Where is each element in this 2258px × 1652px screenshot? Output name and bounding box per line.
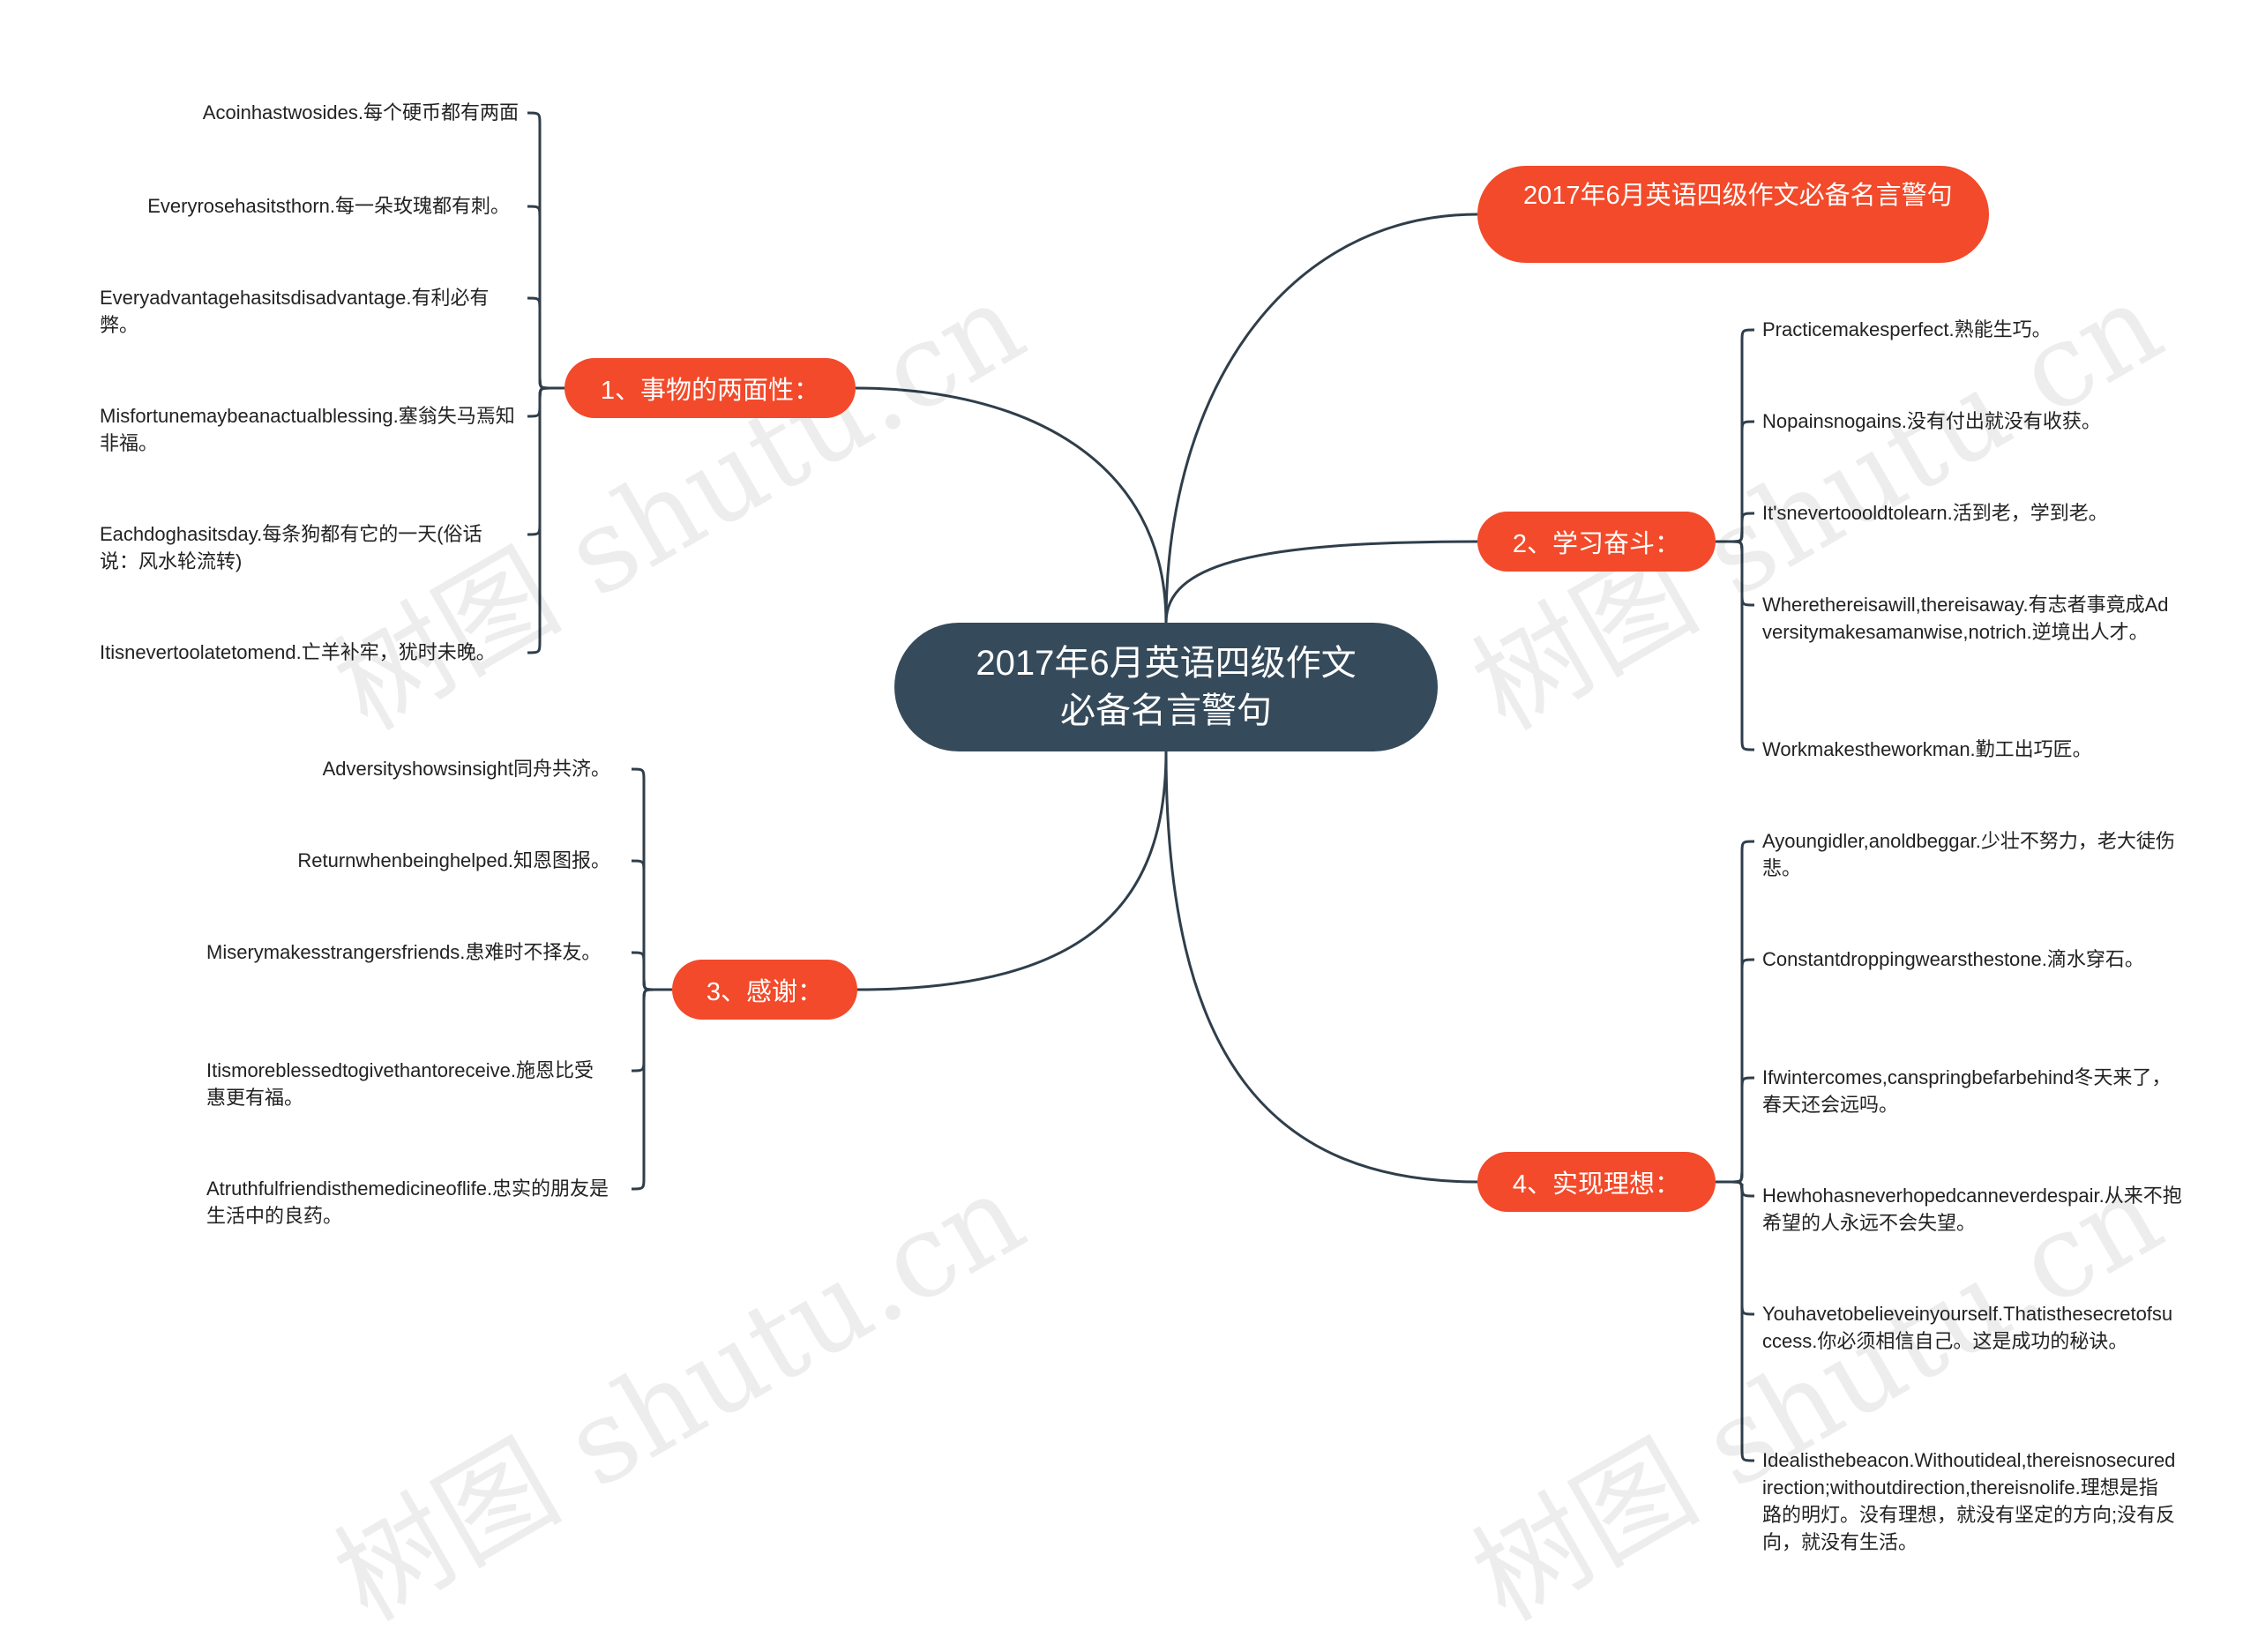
connector-root-branch-4 [1164, 751, 1478, 1184]
connector-leaf [1716, 420, 1755, 543]
connector-leaf [1716, 1180, 1755, 1316]
leaf-node[interactable]: Returnwhenbeinghelped.知恩图报。 [297, 849, 610, 871]
connector-leaf [1716, 840, 1755, 1184]
connector-leaf [631, 767, 672, 991]
connector-leaf [1716, 1076, 1755, 1184]
branch-node-4[interactable]: 4、实现理想： [1477, 1152, 1716, 1212]
leaf-node[interactable]: Nopainsnogains.没有付出就没有收获。 [1762, 410, 2101, 432]
connector-leaf [631, 859, 672, 991]
connector-leaf [527, 386, 564, 418]
connector-root-branch-1 [855, 386, 1168, 624]
connector-root-title [1164, 213, 1478, 624]
connector-leaf [1716, 958, 1755, 1184]
connector-leaf [527, 111, 564, 390]
leaf-node[interactable]: Ayoungidler,anoldbeggar.少壮不努力，老大徒伤悲。 [1762, 830, 2175, 879]
root-node-label: 2017年6月英语四级作文必备名言警句 [976, 644, 1357, 730]
leaf-node[interactable]: Idealisthebeacon.Withoutideal,thereisnos… [1762, 1449, 2176, 1553]
connector-leaf [527, 296, 564, 390]
branch-node-3[interactable]: 3、感谢： [672, 960, 857, 1020]
leaf-node[interactable]: Hewhohasneverhopedcanneverdespair.从来不抱希望… [1762, 1185, 2182, 1234]
leaf-node[interactable]: Adversityshowsinsight同舟共济。 [322, 758, 610, 780]
branch-label: 2、学习奋斗： [1512, 530, 1681, 558]
connector-leaf [1716, 512, 1755, 543]
connector-root-branch-3 [856, 751, 1168, 991]
leaf-node[interactable]: Misfortunemaybeanactualblessing.塞翁失马焉知非福… [100, 405, 515, 454]
leaf-node[interactable]: Acoinhastwosides.每个硬币都有两面 [202, 101, 519, 123]
branch-label: 1、事物的两面性： [600, 377, 820, 405]
leaf-node[interactable]: Eachdoghasitsday.每条狗都有它的一天(俗话说：风水轮流转) [100, 523, 482, 572]
title-node[interactable]: 2017年6月英语四级作文必备名言警句 [1477, 166, 1989, 263]
leaf-node[interactable]: Everyadvantagehasitsdisadvantage.有利必有弊。 [100, 287, 490, 336]
root-node[interactable]: 2017年6月英语四级作文必备名言警句 [894, 623, 1438, 751]
connector-leaf [527, 386, 564, 536]
branch-label: 3、感谢： [706, 978, 824, 1006]
leaf-node[interactable]: Youhavetobelieveinyourself.Thatisthesecr… [1762, 1303, 2173, 1352]
leaf-node[interactable]: Itisnevertoolatetomend.亡羊补牢，犹时未晚。 [100, 641, 496, 663]
leaf-node[interactable]: Practicemakesperfect.熟能生巧。 [1762, 318, 2052, 340]
branch-label: 4、实现理想： [1512, 1170, 1681, 1199]
leaf-node[interactable]: It'snevertoooldtolearn.活到老，学到老。 [1762, 502, 2108, 524]
leaf-node[interactable]: Workmakestheworkman.勤工出巧匠。 [1762, 738, 2092, 760]
connector-leaf [1716, 1180, 1755, 1462]
leaf-node[interactable]: Everyrosehasitsthorn.每一朵玫瑰都有刺。 [147, 195, 510, 217]
leaf-node[interactable]: Atruthfulfriendisthemedicineoflife.忠实的朋友… [206, 1177, 609, 1227]
connector-leaf [1716, 540, 1755, 607]
connector-leaf [1716, 1180, 1755, 1198]
leaf-node[interactable]: Miserymakesstrangersfriends.患难时不择友。 [206, 941, 602, 963]
branch-node-1[interactable]: 1、事物的两面性： [564, 358, 856, 418]
leaf-node[interactable]: Wherethereisawill,thereisaway.有志者事竟成Adve… [1762, 594, 2169, 643]
leaf-node[interactable]: Constantdroppingwearsthestone.滴水穿石。 [1762, 948, 2144, 970]
branch-node-2[interactable]: 2、学习奋斗： [1477, 512, 1716, 572]
title-node-label: 2017年6月英语四级作文必备名言警句 [1523, 182, 1953, 210]
leaf-node[interactable]: Itismoreblessedtogivethantoreceive.施恩比受惠… [206, 1059, 594, 1109]
connector-leaf [1716, 328, 1755, 543]
connector-leaf [631, 988, 672, 1191]
connector-root-branch-2 [1164, 540, 1478, 624]
connector-leaf [631, 951, 672, 991]
connector-leaf [1716, 540, 1755, 751]
connector-leaf [527, 386, 564, 654]
connector-leaf [631, 988, 672, 1073]
leaf-node[interactable]: Ifwintercomes,canspringbefarbehind冬天来了，春… [1762, 1066, 2172, 1116]
